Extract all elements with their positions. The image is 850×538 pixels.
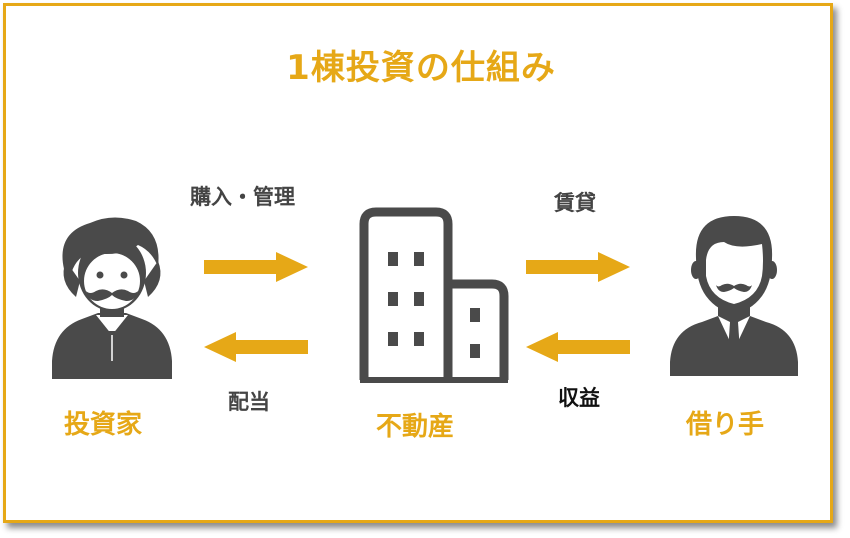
node-property: 不動産 bbox=[376, 412, 455, 442]
label-revenue: 収益 bbox=[558, 386, 600, 410]
arrow-investor-to-property bbox=[204, 252, 308, 282]
label-lease: 賃貸 bbox=[554, 191, 596, 215]
mustached-man-icon bbox=[52, 217, 172, 379]
label-purchase-management: 購入・管理 bbox=[190, 185, 295, 209]
node-tenant: 借り手 bbox=[686, 410, 765, 440]
label-dividend: 配当 bbox=[228, 390, 270, 414]
node-investor: 投資家 bbox=[64, 410, 143, 440]
building-icon bbox=[359, 207, 509, 383]
arrow-property-to-tenant bbox=[526, 252, 630, 282]
arrow-tenant-to-property bbox=[526, 332, 630, 362]
businessman-icon bbox=[670, 216, 798, 376]
arrow-property-to-investor bbox=[204, 332, 308, 362]
diagram-title: 1棟投資の仕組み bbox=[286, 48, 556, 88]
diagram-frame: 1棟投資の仕組み bbox=[3, 3, 833, 523]
